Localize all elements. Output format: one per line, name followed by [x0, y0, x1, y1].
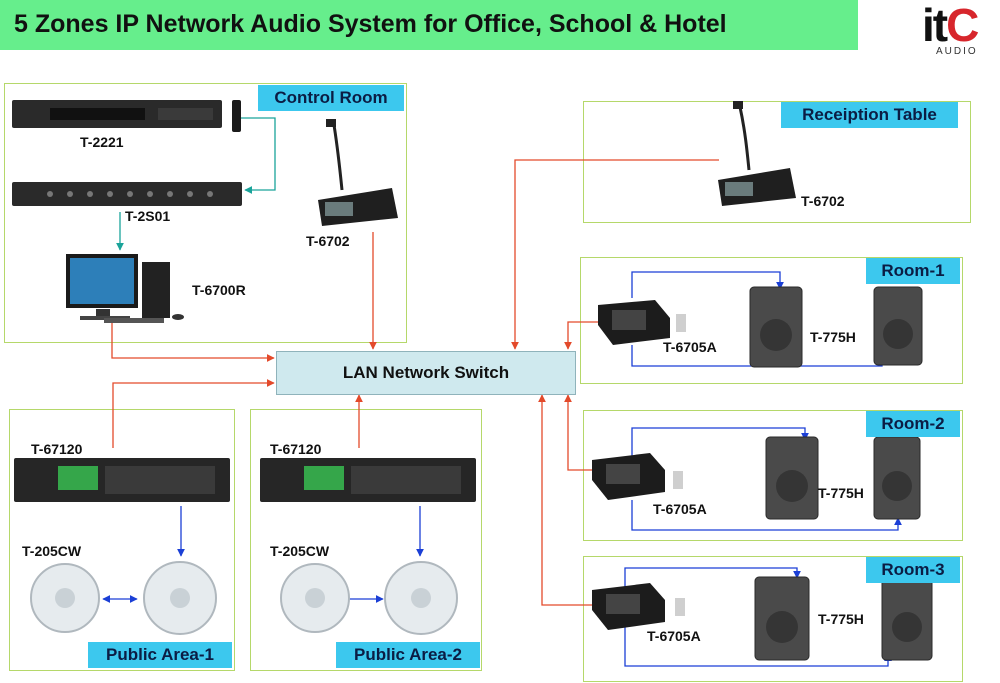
label-room3-terminal: T-6705A: [647, 628, 701, 644]
pc-device-icon: [66, 254, 184, 323]
ceiling-speaker-center-icon: [55, 588, 431, 608]
matrix-device-icon: [12, 182, 242, 206]
label-room1-speaker: T-775H: [810, 329, 856, 345]
amplifier-device-icon: [260, 458, 476, 502]
control-room-wiring: [116, 117, 276, 251]
label-matrix: T-2S01: [125, 208, 171, 224]
label-room1-terminal: T-6705A: [663, 339, 717, 355]
tag-control-room: Control Room: [258, 85, 404, 111]
label-public2-amp: T-67120: [270, 441, 322, 457]
tag-room3: Room-3: [866, 557, 960, 583]
brand-logo: itC: [922, 0, 979, 51]
label-pc: T-6700R: [192, 282, 246, 298]
terminal-device-icon: [598, 300, 686, 345]
title-bar: [0, 0, 858, 50]
label-public2-speaker: T-205CW: [270, 543, 330, 559]
label-public1-amp: T-67120: [31, 441, 83, 457]
label-reception-mic: T-6702: [801, 193, 845, 209]
tag-reception: Receiption Table: [781, 102, 958, 128]
ceiling-speaker-icon: [30, 561, 458, 635]
paging-mic-icon-reception: [718, 101, 796, 206]
tag-public-area1: Public Area-1: [88, 642, 232, 668]
page-title: 5 Zones IP Network Audio System for Offi…: [14, 10, 727, 38]
terminal-device-icon: [592, 453, 683, 500]
lan-wiring: [111, 159, 719, 606]
label-public1-speaker: T-205CW: [22, 543, 82, 559]
tag-room1: Room-1: [866, 258, 960, 284]
label-room2-speaker: T-775H: [818, 485, 864, 501]
brand-logo-sub: AUDIO: [936, 46, 978, 57]
amplifier-device-icon: [14, 458, 230, 502]
label-room2-terminal: T-6705A: [653, 501, 707, 517]
tag-public-area2: Public Area-2: [336, 642, 480, 668]
tag-room2: Room-2: [866, 411, 960, 437]
tuner-device-icon: [12, 100, 241, 132]
lan-network-switch: LAN Network Switch: [276, 351, 576, 395]
label-room3-speaker: T-775H: [818, 611, 864, 627]
wall-speaker-woofer-icon: [760, 319, 922, 643]
label-mic: T-6702: [306, 233, 350, 249]
paging-mic-icon: [318, 119, 398, 226]
label-tuner: T-2221: [80, 134, 124, 150]
terminal-device-icon: [592, 583, 685, 630]
